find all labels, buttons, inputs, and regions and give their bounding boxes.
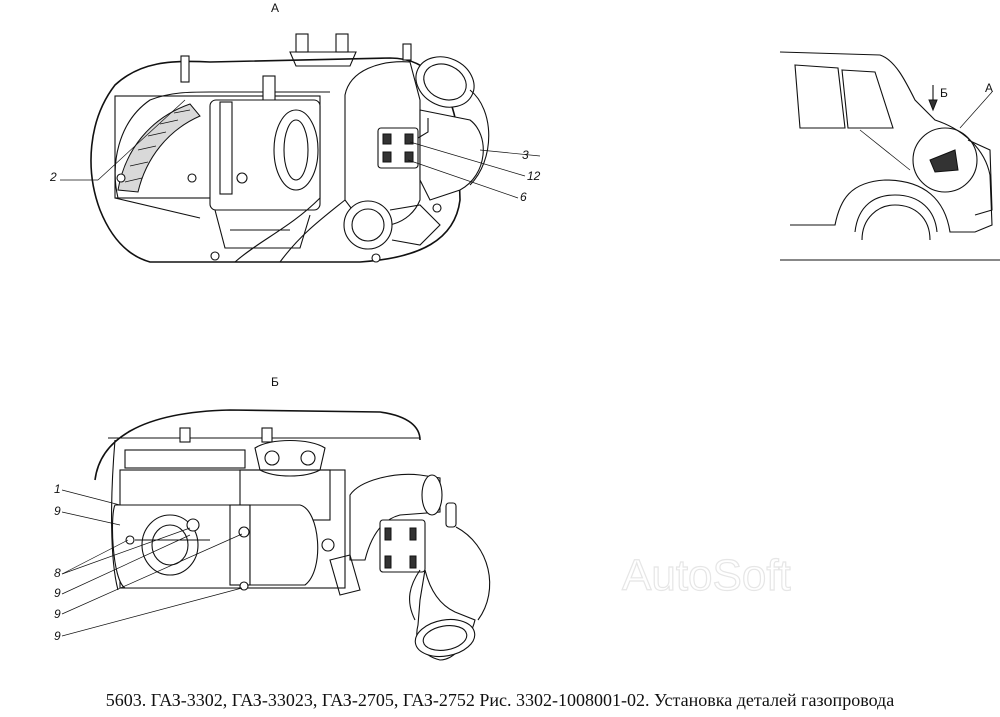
callout-leaders-a: [60, 99, 541, 199]
view-a-label: А: [271, 1, 279, 15]
callout-9-mid: 9: [54, 586, 61, 600]
callout-9-lower: 9: [54, 607, 61, 621]
callout-9-bottom: 9: [54, 629, 61, 643]
view-a: А: [49, 1, 541, 263]
heat-shield-hatching: [124, 109, 191, 183]
hood-side: [111, 439, 119, 591]
vehicle-locator: Б А: [779, 51, 1000, 261]
callout-12: 12: [527, 169, 541, 183]
view-b-arrow-head: [928, 99, 938, 112]
round-filter: [210, 200, 442, 263]
vehicle-body: [779, 51, 993, 233]
callout-6: 6: [520, 190, 527, 204]
bracket-b-lower: [329, 554, 361, 596]
watermark: AutoSoft: [622, 551, 791, 600]
vehicle-detail-circle: [912, 127, 978, 193]
hose-clamps: [377, 118, 429, 169]
hood-outline: [94, 409, 421, 481]
view-b: Б: [54, 375, 491, 661]
gas-mixer: [116, 99, 321, 211]
vehicle-window-front: [841, 69, 894, 129]
vehicle-grille: [967, 139, 993, 216]
intake-elbow-b: [349, 473, 491, 661]
view-b-label: Б: [271, 375, 279, 389]
vehicle-arrow-label: Б: [940, 86, 948, 100]
callout-3: 3: [522, 148, 529, 162]
figure-caption: 5603. ГАЗ-3302, ГАЗ-33023, ГАЗ-2705, ГАЗ…: [105, 690, 895, 710]
callout-8: 8: [54, 566, 61, 580]
view-a-leader: [959, 91, 993, 129]
vehicle-fender: [854, 194, 938, 233]
hoses-bottom: [234, 197, 346, 263]
top-studs: [180, 33, 412, 107]
callout-2: 2: [49, 170, 57, 184]
mount-frame-strut: [114, 197, 201, 219]
vehicle-view-label: А: [985, 81, 993, 95]
callout-1: 1: [54, 482, 61, 496]
callout-leaders-b: [61, 489, 243, 637]
callout-9-top: 9: [54, 504, 61, 518]
gas-mixer-b: [111, 504, 335, 591]
vehicle-window-side: [794, 64, 846, 129]
vehicle-door-line: [859, 129, 911, 171]
vehicle-engine-marker: [929, 149, 959, 173]
vehicle-wheel: [861, 204, 931, 241]
top-bracket-b: [124, 427, 326, 477]
heat-shield: [117, 103, 201, 193]
